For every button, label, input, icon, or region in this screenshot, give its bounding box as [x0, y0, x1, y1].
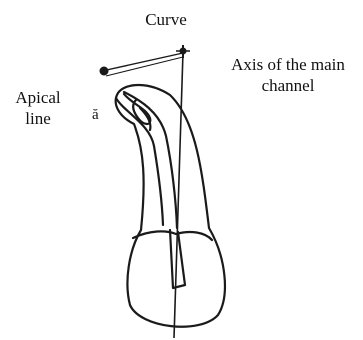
- root-canal-inner-wall: [124, 92, 177, 228]
- apical-line-second: [106, 57, 183, 76]
- pulp-chamber: [133, 231, 212, 240]
- apical-line: [102, 53, 183, 71]
- curve-label: Curve: [140, 9, 192, 30]
- apical-line-label: Apical line: [6, 87, 70, 129]
- tooth-outline: [116, 85, 225, 327]
- main-channel-axis-label-line2: channel: [213, 75, 363, 96]
- main-channel-axis-label-line1: Axis of the main: [213, 54, 363, 75]
- apex-marker: [100, 67, 109, 76]
- apical-line-label-line2: line: [6, 108, 70, 129]
- main-channel-axis-label: Axis of the main channel: [213, 54, 363, 96]
- residual-text: ă: [92, 105, 99, 126]
- apical-line-label-line1: Apical: [6, 87, 70, 108]
